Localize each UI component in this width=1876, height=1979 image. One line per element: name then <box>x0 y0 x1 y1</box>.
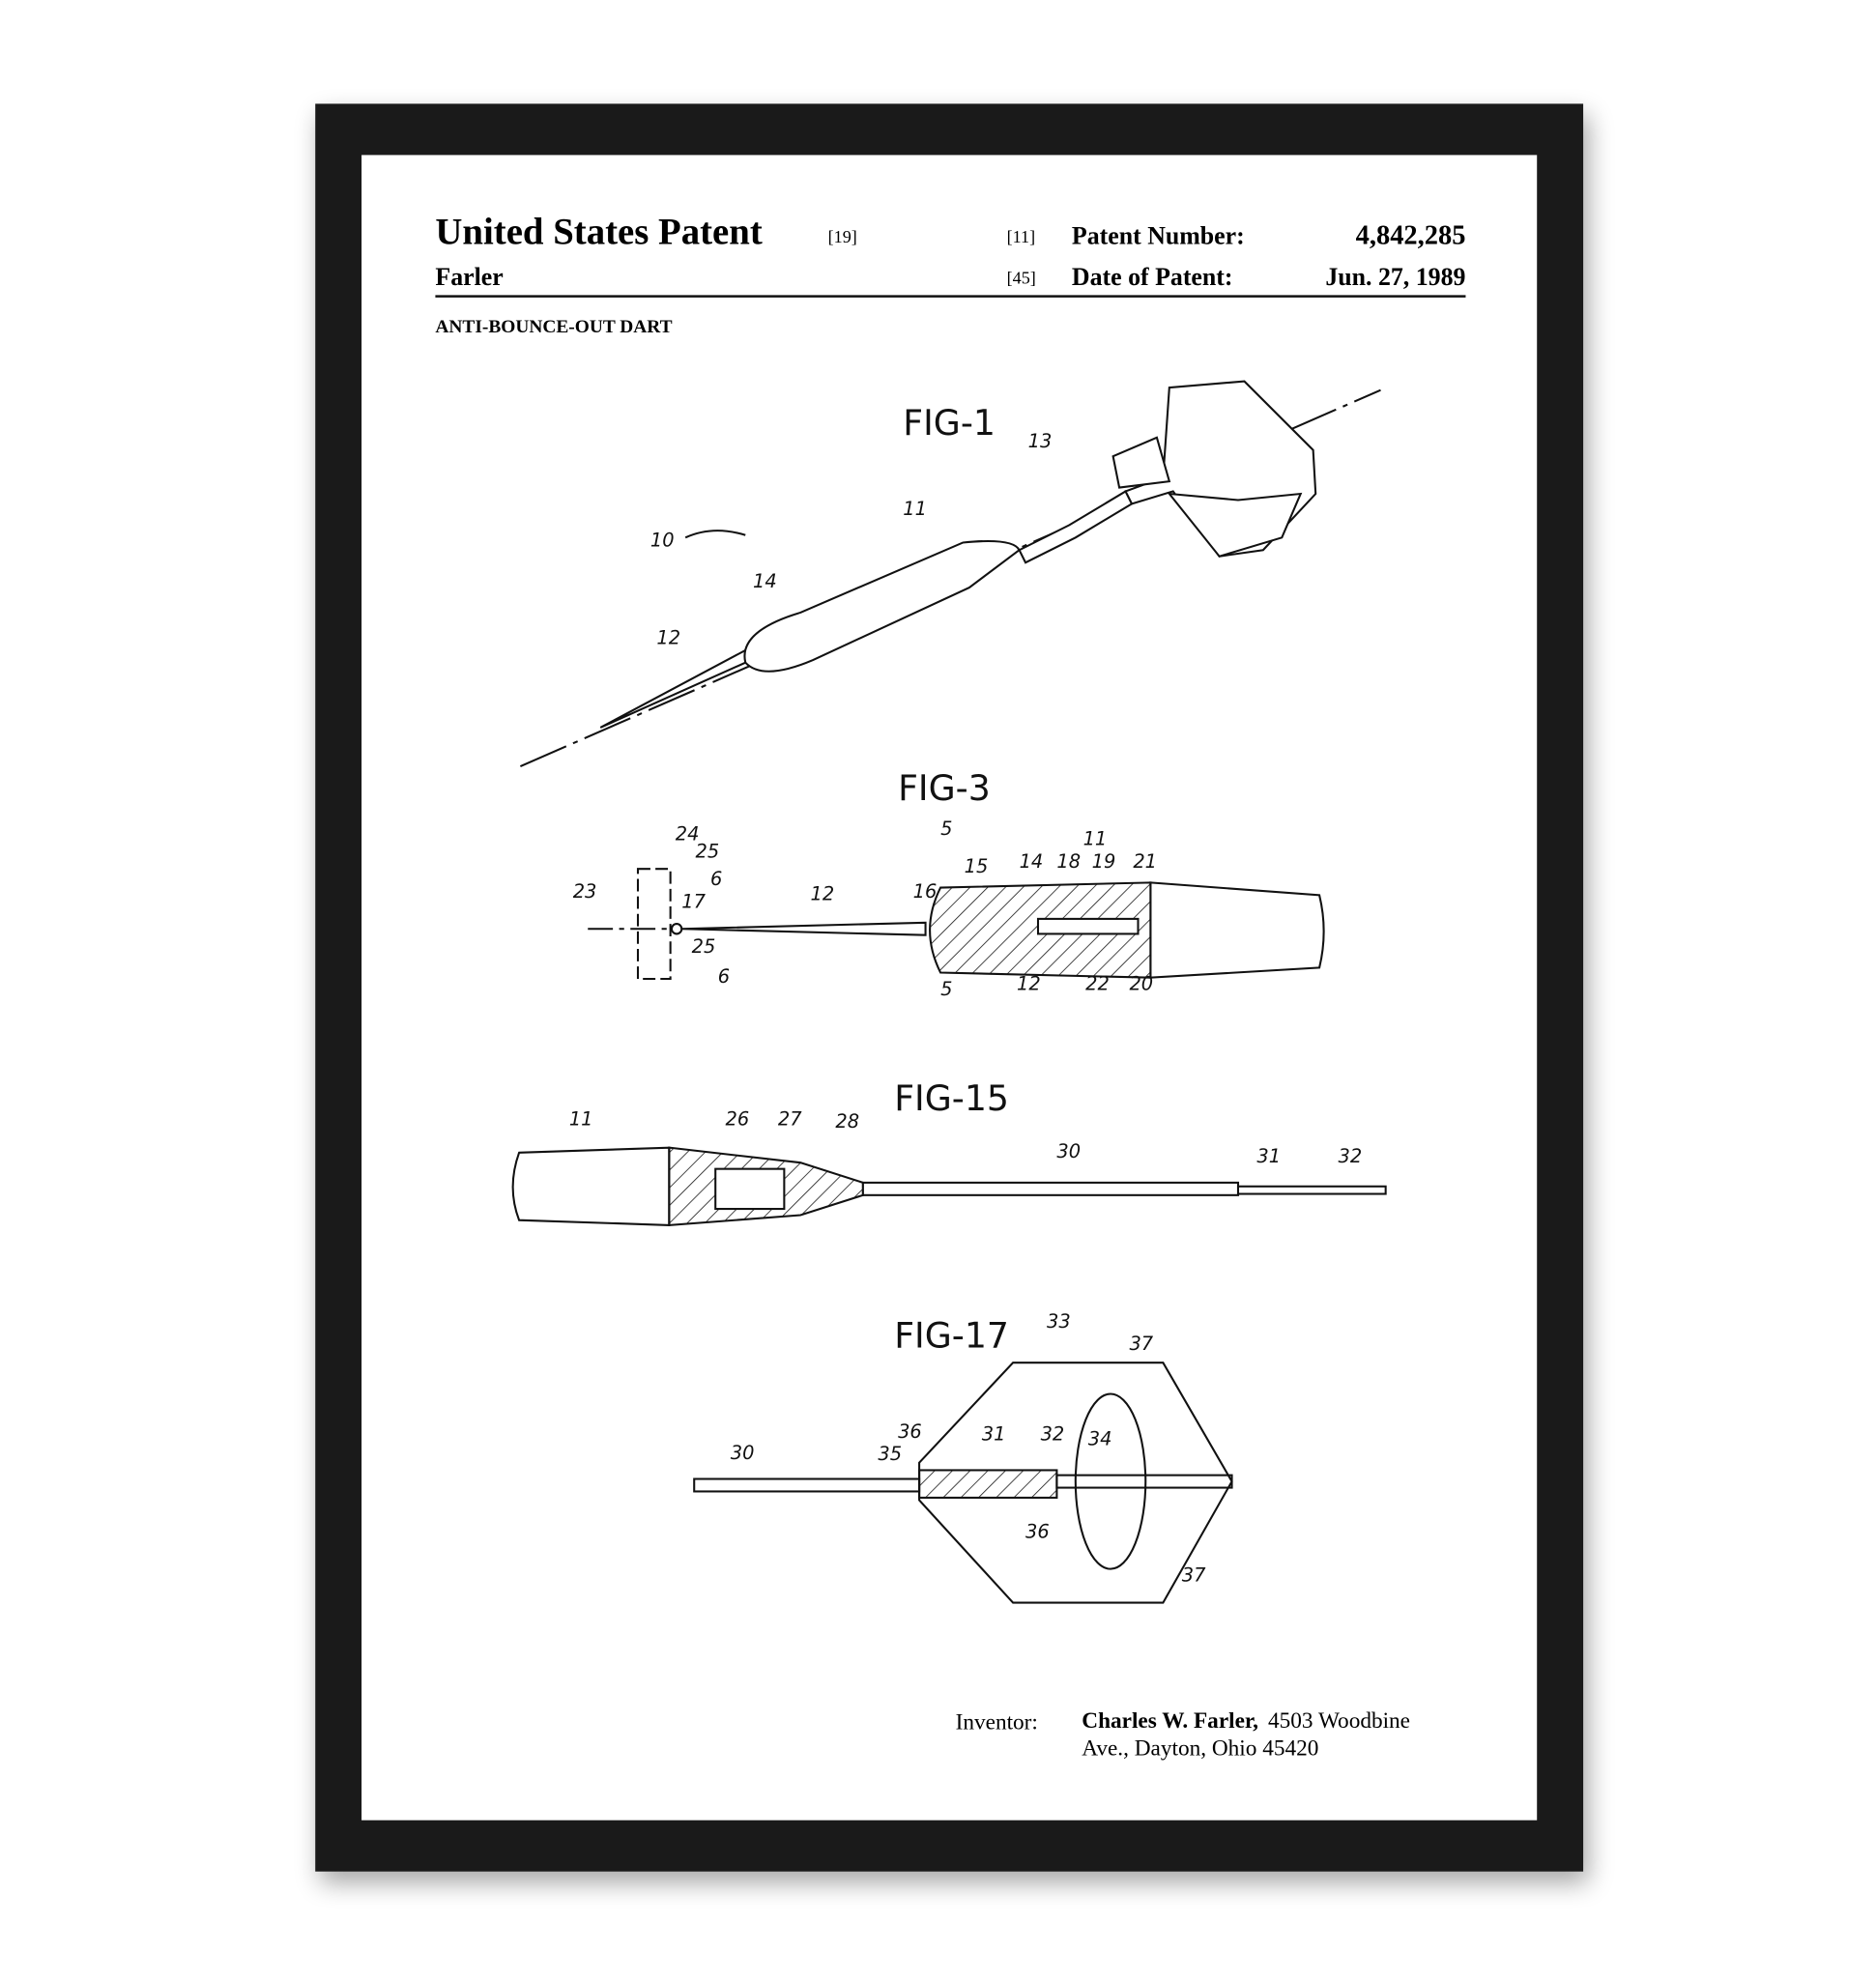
ref-25-top: 25 <box>696 841 720 863</box>
figure-17-flight: FIG-17 33 37 36 35 31 32 34 30 36 37 <box>693 1310 1233 1604</box>
ref-14: 14 <box>753 570 777 592</box>
title-code: [19] <box>828 227 857 246</box>
patent-number: 4,842,285 <box>1356 220 1466 250</box>
fig1-title: FIG-1 <box>903 402 996 444</box>
ref-6-top: 6 <box>710 868 722 890</box>
fig17-title: FIG-17 <box>894 1315 1009 1357</box>
ref-21: 21 <box>1133 850 1157 873</box>
ref-25-bottom: 25 <box>692 935 716 958</box>
ref-12: 12 <box>656 626 680 648</box>
ref-16: 16 <box>913 880 938 903</box>
ref-15: 15 <box>965 855 989 877</box>
ref-37-bottom: 37 <box>1182 1564 1206 1587</box>
figure-1-dart: FIG-1 10 11 12 13 14 <box>519 380 1381 768</box>
ref-36-bottom: 36 <box>1025 1520 1050 1542</box>
fig3-title: FIG-3 <box>898 767 991 809</box>
patent-date: Jun. 27, 1989 <box>1325 263 1465 291</box>
ref-28: 28 <box>835 1110 859 1133</box>
paper <box>361 155 1538 1821</box>
ref-30: 30 <box>1056 1140 1081 1162</box>
date-code: [45] <box>1007 269 1036 288</box>
inventor-label: Inventor: <box>956 1709 1038 1735</box>
ref-31: 31 <box>982 1422 1006 1445</box>
ref-32: 32 <box>1338 1145 1362 1167</box>
ref-13: 13 <box>1028 430 1053 452</box>
ref-20: 20 <box>1129 973 1153 995</box>
ref-5-top: 5 <box>940 817 952 840</box>
patent-header: United States Patent [19] Farler [11] Pa… <box>435 211 1466 337</box>
ref-33: 33 <box>1047 1310 1071 1333</box>
inventor-address-line1: 4503 Woodbine <box>1268 1708 1410 1734</box>
ref-23: 23 <box>573 880 597 903</box>
ref-11: 11 <box>903 498 927 520</box>
ref-37-top: 37 <box>1129 1333 1153 1355</box>
ref-19: 19 <box>1092 850 1116 873</box>
ref-11: 11 <box>1083 828 1108 850</box>
ref-12-tip: 12 <box>811 882 835 904</box>
ref-12-bottom: 12 <box>1017 973 1041 995</box>
ref-14: 14 <box>1020 850 1044 873</box>
ref-26: 26 <box>726 1107 750 1130</box>
patent-title: United States Patent <box>435 211 762 252</box>
ref-6-bottom: 6 <box>718 965 730 988</box>
inventor-surname: Farler <box>435 263 503 291</box>
invention-title: ANTI-BOUNCE-OUT DART <box>435 317 672 337</box>
ref-32: 32 <box>1041 1422 1065 1445</box>
ref-30: 30 <box>731 1442 755 1464</box>
ref-31: 31 <box>1256 1145 1281 1167</box>
patent-number-label: Patent Number: <box>1072 221 1245 249</box>
ref-35: 35 <box>878 1443 902 1465</box>
fig15-title: FIG-15 <box>894 1077 1009 1119</box>
ref-17: 17 <box>681 890 706 912</box>
ref-10: 10 <box>650 529 675 551</box>
ref-22: 22 <box>1085 973 1110 995</box>
date-label: Date of Patent: <box>1072 263 1233 291</box>
ref-36-top: 36 <box>898 1420 922 1443</box>
patent-number-code: [11] <box>1007 227 1036 246</box>
inventor-block: Inventor: Charles W. Farler, 4503 Woodbi… <box>956 1708 1410 1761</box>
ref-11: 11 <box>569 1107 593 1130</box>
inventor-address-line2: Ave., Dayton, Ohio 45420 <box>1082 1735 1318 1761</box>
figure-15-shaft: FIG-15 11 26 27 28 30 31 32 <box>511 1077 1387 1226</box>
inventor-name: Charles W. Farler, <box>1082 1708 1258 1734</box>
ref-24: 24 <box>676 822 700 845</box>
ref-18: 18 <box>1056 850 1081 873</box>
ref-27: 27 <box>778 1107 802 1130</box>
figure-3-section: FIG-3 5 11 14 15 16 17 18 19 21 23 24 25… <box>573 767 1325 1000</box>
ref-5-bottom: 5 <box>940 978 952 1000</box>
ref-34: 34 <box>1088 1428 1112 1450</box>
